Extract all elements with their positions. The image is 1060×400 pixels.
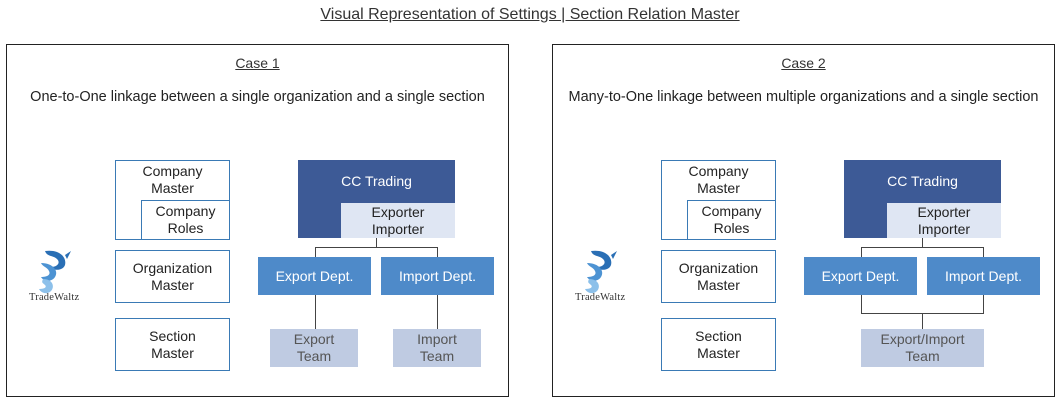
- section-master-box: Section Master: [115, 318, 230, 371]
- dept-node-label: Export Dept.: [275, 267, 354, 284]
- section-master-label: Section Master: [695, 327, 742, 361]
- connector: [861, 247, 862, 258]
- team-node-label: Export/Import Team: [880, 331, 965, 364]
- case-1-panel: Case 1 One-to-One linkage between a sing…: [6, 44, 509, 397]
- case-heading: Case 2: [781, 55, 826, 71]
- case-heading: Case 1: [235, 55, 280, 71]
- company-master-nest: [661, 193, 683, 240]
- team-node: Import Team: [393, 329, 481, 367]
- organization-master-label: Organization Master: [678, 259, 759, 293]
- company-node-label: CC Trading: [341, 173, 412, 189]
- connector: [983, 295, 984, 314]
- tradewaltz-logo-icon: [39, 250, 71, 294]
- case-description: Many-to-One linkage between multiple org…: [568, 89, 1039, 105]
- dept-node: Import Dept.: [381, 257, 494, 295]
- tradewaltz-logo-text: TradeWaltz: [29, 292, 80, 303]
- connector: [922, 238, 923, 248]
- connector: [983, 247, 984, 258]
- section-master-label: Section Master: [149, 327, 196, 361]
- roles-node-label: Exporter Importer: [371, 203, 425, 237]
- connector: [376, 238, 377, 248]
- company-roles-box: Company Roles: [141, 200, 230, 240]
- organization-master-label: Organization Master: [132, 259, 213, 293]
- connector: [437, 295, 438, 329]
- connector: [861, 295, 862, 314]
- connector: [315, 295, 316, 329]
- company-master-label: Company Master: [142, 163, 203, 196]
- company-roles-label: Company Roles: [155, 203, 216, 236]
- connector: [861, 247, 984, 248]
- case-description: One-to-One linkage between a single orga…: [30, 89, 485, 105]
- connector: [922, 313, 923, 329]
- dept-node-label: Import Dept.: [944, 267, 1023, 284]
- team-node-label: Import Team: [417, 331, 457, 364]
- roles-node-label: Exporter Importer: [917, 203, 971, 237]
- organization-master-box: Organization Master: [661, 250, 776, 303]
- tradewaltz-logo-icon: [585, 250, 617, 294]
- company-master-nest: [115, 193, 137, 240]
- page-title: Visual Representation of Settings | Sect…: [320, 6, 740, 23]
- organization-master-box: Organization Master: [115, 250, 230, 303]
- connector: [315, 247, 438, 248]
- case-2-panel: Case 2 Many-to-One linkage between multi…: [552, 44, 1055, 397]
- dept-node: Export Dept.: [804, 257, 917, 295]
- company-roles-label: Company Roles: [701, 203, 762, 236]
- company-master-label: Company Master: [688, 163, 749, 196]
- company-node-label: CC Trading: [887, 173, 958, 189]
- dept-node-label: Export Dept.: [821, 267, 900, 284]
- company-roles-box: Company Roles: [687, 200, 776, 240]
- dept-node: Export Dept.: [258, 257, 371, 295]
- roles-node: Exporter Importer: [887, 203, 1001, 238]
- section-master-box: Section Master: [661, 318, 776, 371]
- connector: [437, 247, 438, 258]
- team-node-label: Export Team: [293, 331, 335, 364]
- tradewaltz-logo-text: TradeWaltz: [575, 292, 626, 303]
- team-node: Export/Import Team: [861, 329, 984, 367]
- connector: [315, 247, 316, 258]
- roles-node: Exporter Importer: [341, 203, 455, 238]
- dept-node-label: Import Dept.: [398, 267, 477, 284]
- dept-node: Import Dept.: [927, 257, 1040, 295]
- team-node: Export Team: [270, 329, 358, 367]
